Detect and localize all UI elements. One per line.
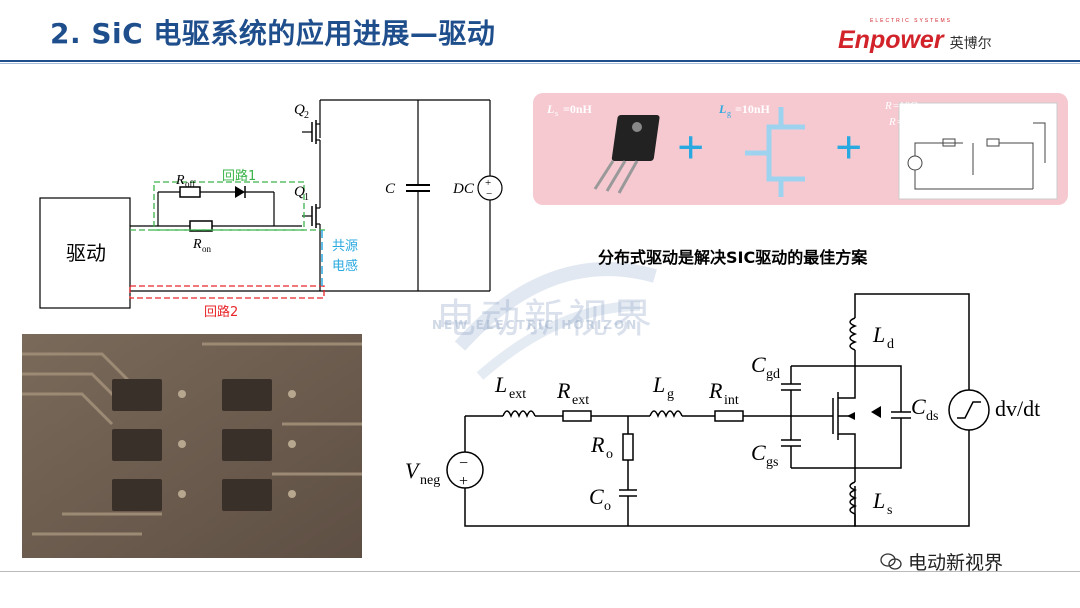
loop2-label: 回路2 bbox=[204, 304, 238, 320]
ls-value: =0nH bbox=[563, 102, 593, 116]
header-divider bbox=[0, 60, 1080, 62]
driver-schematic-icon bbox=[907, 122, 1046, 190]
roff-subscript: off bbox=[185, 179, 195, 189]
q2-subscript: 2 bbox=[304, 110, 309, 121]
svg-text:−: − bbox=[459, 455, 468, 472]
footer-text: 电动新视界 bbox=[908, 552, 1004, 574]
cds-label: C bbox=[911, 394, 926, 419]
vneg-subscript: neg bbox=[420, 473, 440, 488]
sic-package-icon bbox=[593, 115, 660, 194]
ron-subscript: on bbox=[202, 244, 212, 254]
ron-label: R bbox=[192, 237, 202, 252]
brand-name-cn: 英博尔 bbox=[949, 36, 992, 52]
pcb-photo bbox=[22, 334, 362, 558]
plus-icon: + bbox=[677, 121, 704, 174]
ld-subscript: d bbox=[887, 337, 894, 352]
lg-subscript: g bbox=[727, 109, 731, 118]
enpower-logo: ELECTRIC SYSTEMS Enpower 英博尔 bbox=[838, 18, 992, 55]
r2-value: =1Ω bbox=[897, 116, 917, 128]
watermark-text: 电动新视界 bbox=[436, 296, 656, 342]
common-source-label-2: 电感 bbox=[332, 258, 358, 274]
lext-subscript: ext bbox=[509, 387, 526, 402]
cgs-label: C bbox=[751, 440, 766, 465]
q1-label: Q bbox=[294, 184, 305, 200]
svg-text:−: − bbox=[486, 188, 492, 200]
cgd-label: C bbox=[751, 352, 766, 377]
gate-drive-circuit: − + L ext R ext L g R int R o C o V neg … bbox=[405, 293, 1040, 527]
diode-icon bbox=[235, 186, 245, 198]
ld-label: L bbox=[872, 322, 885, 347]
ls-label: L bbox=[546, 102, 554, 116]
ro-label: R bbox=[590, 432, 605, 457]
left-circuit-diagram: 驱动 + − Q 2 Q 1 C DC R off R on 回路1 回路2 bbox=[39, 99, 503, 320]
q1-subscript: 1 bbox=[304, 192, 309, 203]
brand-name: Enpower bbox=[838, 26, 944, 54]
rext-subscript: ext bbox=[572, 393, 589, 408]
rint-label: R bbox=[708, 378, 723, 403]
ls-subscript: s bbox=[555, 109, 558, 118]
lg-subscript: g bbox=[667, 387, 674, 402]
loop1-label: 回路1 bbox=[222, 168, 256, 184]
r2-label: R bbox=[888, 116, 896, 128]
lg-value: =10nH bbox=[735, 102, 771, 116]
co-label: C bbox=[589, 484, 604, 509]
loop1-path bbox=[153, 181, 305, 231]
co-subscript: o bbox=[604, 499, 611, 514]
gate-trace-icon bbox=[745, 107, 805, 197]
driver-box-label: 驱动 bbox=[66, 241, 106, 265]
dc-label: DC bbox=[452, 181, 475, 197]
plus-icon: + bbox=[835, 121, 862, 174]
svg-text:+: + bbox=[485, 177, 491, 189]
dvdt-label: dv/dt bbox=[995, 396, 1040, 421]
lg-label: L bbox=[718, 102, 726, 116]
watermark-logo-icon bbox=[454, 262, 657, 380]
lext-label: L bbox=[494, 372, 507, 397]
svg-text:+: + bbox=[459, 473, 468, 490]
q2-label: Q bbox=[294, 102, 305, 118]
c-label: C bbox=[385, 181, 396, 197]
driver-box bbox=[39, 197, 131, 309]
cgs-subscript: gs bbox=[766, 455, 778, 470]
common-source-label-1: 共源 bbox=[332, 239, 358, 254]
lg-label: L bbox=[652, 372, 665, 397]
r1-value: =10Ω bbox=[893, 100, 918, 112]
solution-statement: 分布式驱动是解决SIC驱动的最佳方案 bbox=[598, 248, 868, 267]
brand-tagline: ELECTRIC SYSTEMS bbox=[870, 18, 953, 24]
driver-schematic-card bbox=[898, 102, 1058, 200]
footer-brand: 电动新视界 bbox=[880, 548, 1003, 575]
distributed-drive-illustration: L s =0nH + L g =10nH + R =10Ω R =1Ω bbox=[546, 100, 1058, 200]
rext-label: R bbox=[556, 378, 571, 403]
vneg-source-icon bbox=[446, 451, 484, 489]
ro-subscript: o bbox=[606, 447, 613, 462]
wechat-icon bbox=[880, 552, 902, 570]
footer-divider bbox=[0, 571, 1080, 572]
watermark-subtext: NEW ELECTRIC HORIZON bbox=[432, 318, 639, 332]
cgd-subscript: gd bbox=[766, 367, 780, 382]
page-title: 2. SiC 电驱系统的应用进展—驱动 bbox=[50, 17, 496, 50]
rint-subscript: int bbox=[724, 393, 739, 408]
ls-subscript: s bbox=[887, 503, 892, 518]
roff-label: R bbox=[175, 173, 185, 188]
vneg-label: V bbox=[405, 458, 421, 483]
ls-label: L bbox=[872, 488, 885, 513]
ron-resistor bbox=[189, 220, 213, 232]
cds-subscript: ds bbox=[926, 409, 938, 424]
r1-label: R bbox=[884, 100, 892, 112]
loop2-path bbox=[129, 285, 325, 299]
header-divider-light bbox=[0, 63, 1080, 64]
